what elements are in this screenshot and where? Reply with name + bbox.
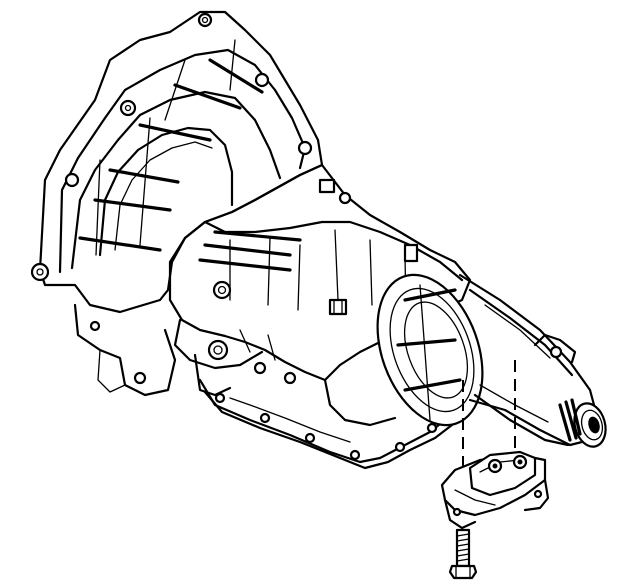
transmission-mount bbox=[440, 450, 550, 530]
extension-housing bbox=[376, 273, 600, 447]
mount-bolt bbox=[448, 528, 478, 580]
output-shaft-seal bbox=[558, 398, 607, 448]
bell-housing bbox=[30, 10, 324, 397]
oil-pan bbox=[198, 378, 454, 470]
